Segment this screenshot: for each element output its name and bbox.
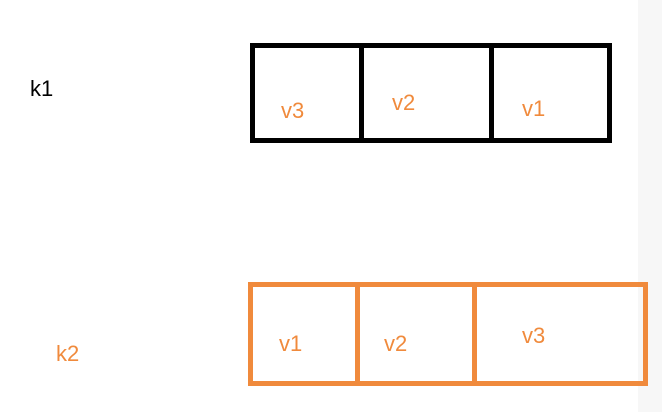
value-list-k1: v3 v2 v1 xyxy=(250,43,612,143)
value-label: v3 xyxy=(522,323,546,348)
value-cell: v1 xyxy=(253,287,355,381)
background-band xyxy=(638,0,662,412)
value-cell: v3 xyxy=(472,287,643,381)
value-cell: v3 xyxy=(255,48,359,138)
value-cell: v2 xyxy=(355,287,472,381)
value-label: v3 xyxy=(281,98,305,123)
value-list-k2: v1 v2 v3 xyxy=(248,282,648,386)
value-label: v1 xyxy=(522,96,546,121)
value-label: v1 xyxy=(279,331,303,356)
value-cell: v2 xyxy=(359,48,489,138)
key-label-k2: k2 xyxy=(56,341,80,366)
value-cell: v1 xyxy=(489,48,607,138)
key-label-k1: k1 xyxy=(30,76,54,101)
value-label: v2 xyxy=(392,90,416,115)
value-label: v2 xyxy=(384,331,408,356)
